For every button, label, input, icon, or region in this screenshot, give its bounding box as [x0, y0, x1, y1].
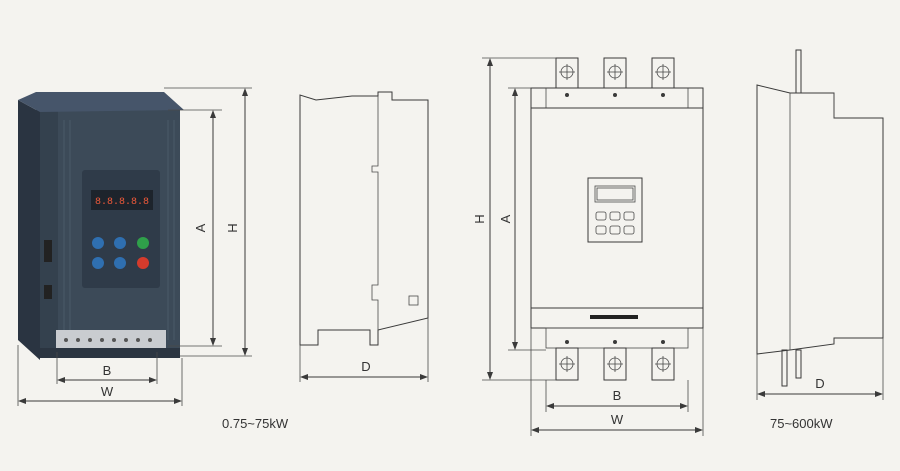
large-front-h-label: H	[472, 214, 487, 223]
small-unit-photo: 8.8.8.8.8	[18, 92, 184, 360]
large-unit-dimensions	[482, 57, 704, 436]
large-front-a-label: A	[498, 214, 513, 223]
large-unit-side-view	[756, 49, 884, 400]
small-front-b-label: B	[103, 363, 112, 378]
small-front-a-label: A	[193, 223, 208, 232]
large-unit-caption: 75~600kW	[770, 416, 833, 431]
large-front-b-label: B	[613, 388, 622, 403]
small-unit-side-view	[299, 91, 429, 382]
small-unit-dimensions	[17, 87, 252, 406]
small-side-d-label: D	[361, 359, 370, 374]
small-front-w-label: W	[101, 384, 114, 399]
large-unit-front-view	[530, 57, 704, 381]
small-front-h-label: H	[225, 223, 240, 232]
large-front-w-label: W	[611, 412, 624, 427]
small-unit-caption: 0.75~75kW	[222, 416, 289, 431]
large-side-d-label: D	[815, 376, 824, 391]
svg-text:8.8.8.8.8: 8.8.8.8.8	[95, 197, 149, 208]
